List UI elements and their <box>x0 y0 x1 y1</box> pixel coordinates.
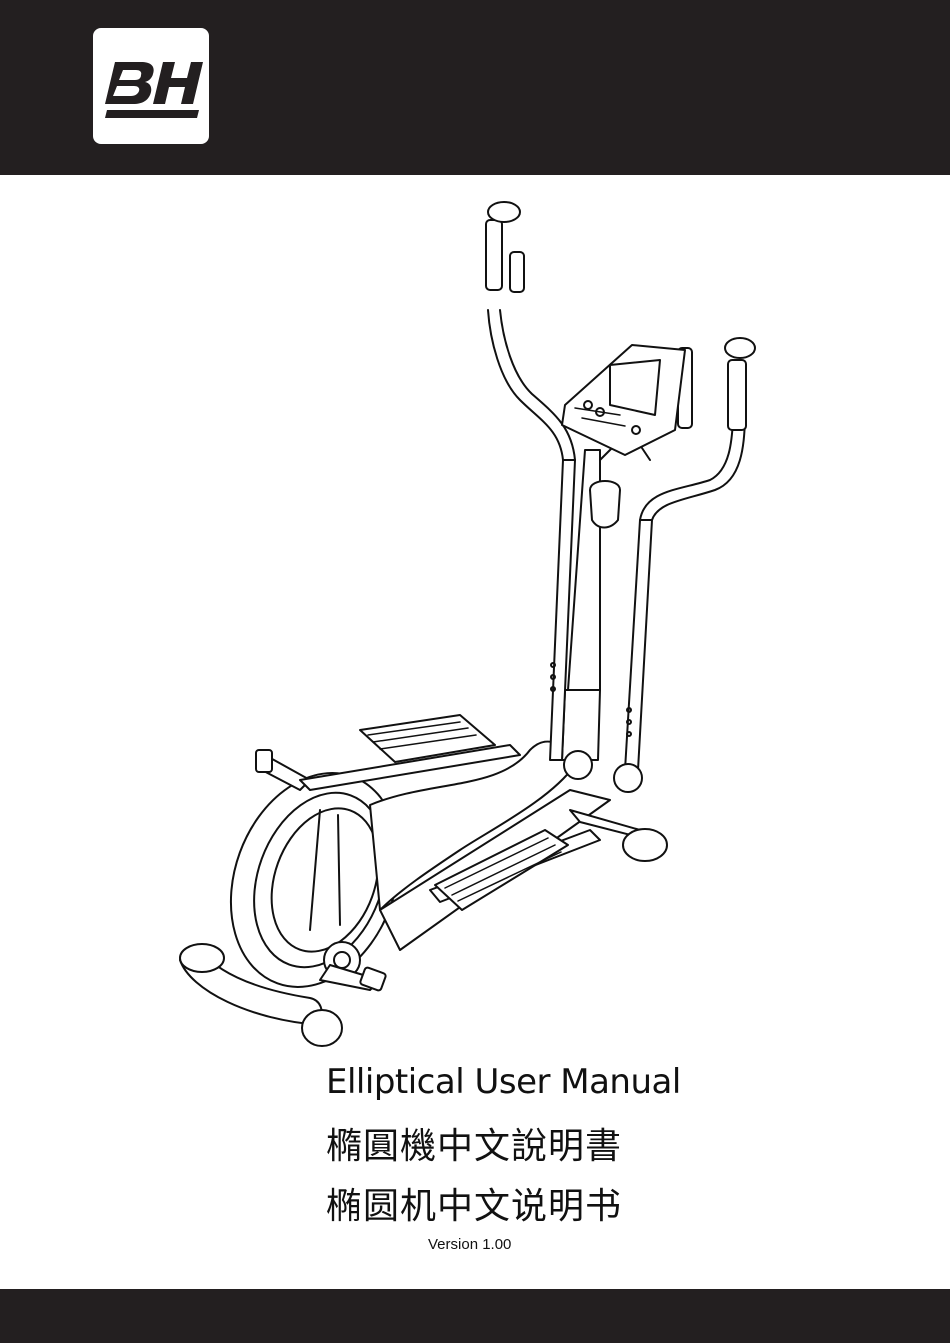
elliptical-trainer-illustration <box>170 190 770 1070</box>
version-label: Version 1.00 <box>428 1236 511 1253</box>
header-band <box>0 0 950 175</box>
title-chinese-traditional: 橢圓機中文說明書 <box>326 1117 622 1169</box>
bh-logo-icon <box>93 28 209 144</box>
footer-band <box>0 1289 950 1343</box>
brand-logo <box>93 28 209 144</box>
title-english: Elliptical User Manual <box>326 1062 681 1102</box>
title-chinese-simplified: 椭圆机中文说明书 <box>326 1177 622 1229</box>
